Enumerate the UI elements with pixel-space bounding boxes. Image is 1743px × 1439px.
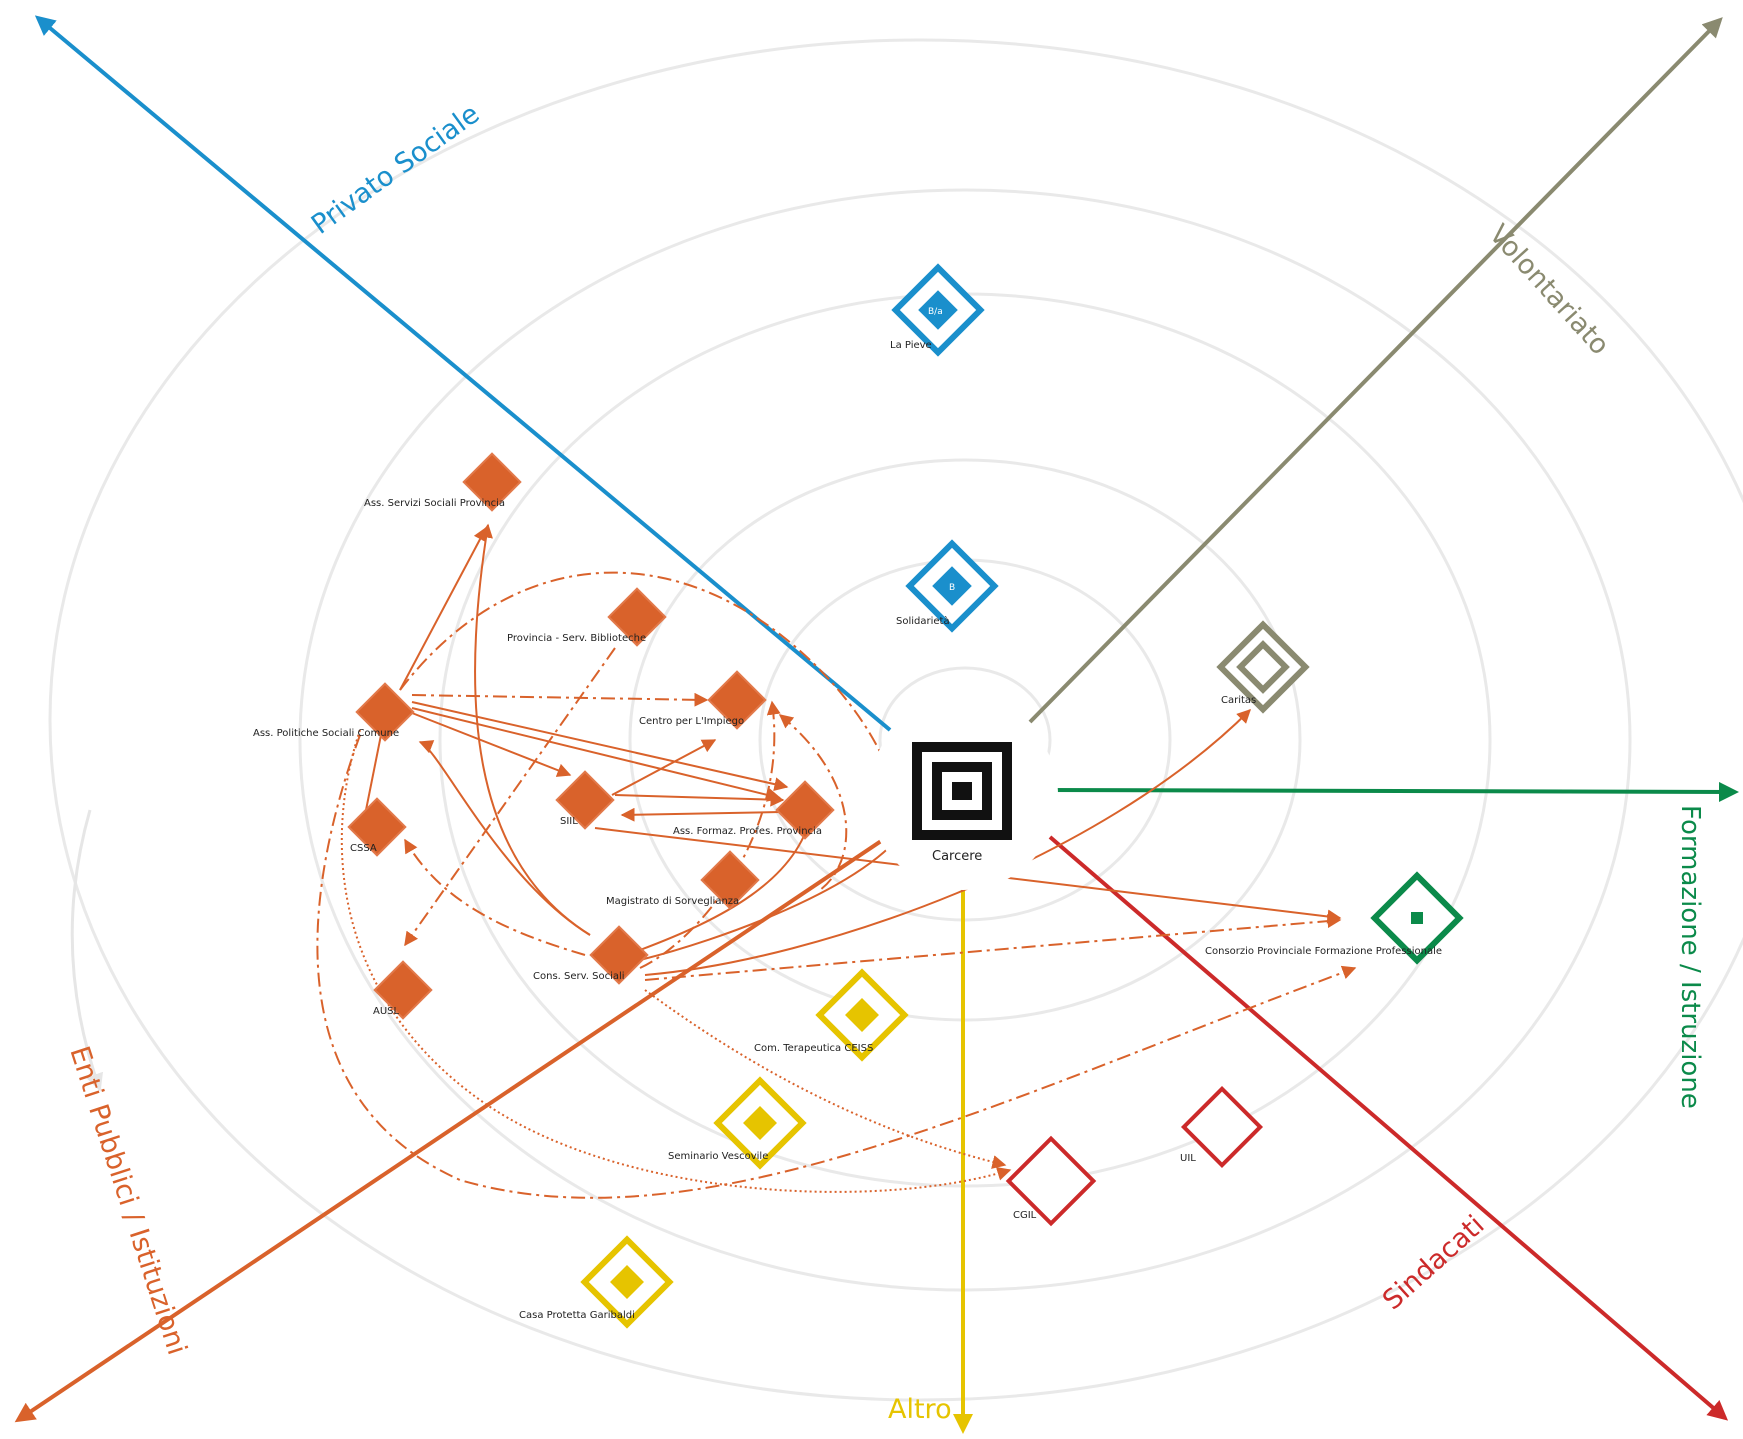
rel-arrow (404, 838, 586, 956)
uil-label: UIL (1180, 1153, 1196, 1164)
node-prov-bibl[interactable]: Provincia - Serv. Biblioteche (507, 587, 667, 647)
centro-impiego-label: Centro per L'Impiego (639, 716, 744, 727)
axis-label-formazione: Formazione / Istruzione (1675, 805, 1705, 1109)
cons-serv-soc-label: Cons. Serv. Sociali (533, 971, 625, 982)
node-magistrato[interactable]: Magistrato di Sorveglianza (606, 850, 760, 910)
rel-arrow (411, 692, 709, 707)
ass-formaz-label: Ass. Formaz. Profes. Provincia (673, 826, 822, 837)
axis-volontariato (1028, 17, 1723, 724)
axis-enti-pubblici (14, 823, 907, 1423)
rel-arrow (644, 989, 1007, 1169)
ceiss-label: Com. Terapeutica CEISS (754, 1043, 873, 1054)
rel-arrow (340, 729, 1012, 1193)
rel-arrow (474, 523, 591, 936)
node-centro-impiego[interactable]: Centro per L'Impiego (639, 670, 767, 730)
rel-arrow (411, 712, 572, 777)
rel-arrow (316, 734, 1357, 1199)
axis-label-enti-pubblici: Enti Pubblici / Istituzioni (63, 1043, 192, 1359)
node-cgil[interactable]: CGIL (1005, 1135, 1097, 1227)
rel-arrow (411, 701, 789, 792)
relationship-arrows (316, 523, 1357, 1199)
axis-formazione (1044, 781, 1739, 802)
ass-serv-soc-prov-label: Ass. Servizi Sociali Provincia (364, 498, 505, 509)
axis-privato-sociale (34, 15, 892, 732)
la-pieve-label: La Pieve (890, 340, 932, 351)
carcere-node[interactable]: Carcere (868, 700, 1058, 890)
carcere-label: Carcere (932, 849, 982, 864)
node-caritas[interactable]: Caritas (1216, 620, 1310, 714)
cgil-label: CGIL (1013, 1210, 1037, 1221)
axis-label-altro: Altro (888, 1394, 952, 1425)
rel-arrow (644, 709, 1251, 976)
ass-pol-soc-label: Ass. Politiche Sociali Comune (253, 728, 399, 739)
node-solidarieta[interactable]: B Solidarietà (896, 539, 999, 633)
axis-sindacati (1048, 835, 1729, 1421)
casa-protetta-label: Casa Protetta Garibaldi (519, 1310, 635, 1321)
rel-arrow (411, 707, 782, 802)
node-consorzio[interactable]: Consorzio Provinciale Formazione Profess… (1205, 871, 1464, 965)
rel-arrow (611, 739, 717, 796)
seminario-label: Seminario Vescovile (668, 1151, 768, 1162)
node-la-pieve[interactable]: B/a La Pieve (890, 263, 985, 357)
rel-arrow (404, 647, 616, 947)
rel-arrow (614, 792, 785, 807)
prov-bibl-label: Provincia - Serv. Biblioteche (507, 633, 646, 644)
rel-arrow (778, 714, 848, 891)
axis-label-sindacati: Sindacati (1377, 1210, 1491, 1317)
main-axes (14, 15, 1739, 1434)
node-ass-pol-soc[interactable]: Ass. Politiche Sociali Comune (253, 682, 415, 742)
rel-arrow (620, 807, 781, 822)
node-ass-serv-soc-prov[interactable]: Ass. Servizi Sociali Provincia (364, 452, 522, 512)
caritas-label: Caritas (1221, 695, 1256, 706)
magistrato-label: Magistrato di Sorveglianza (606, 896, 739, 907)
axis-label-privato-sociale: Privato Sociale (306, 98, 485, 240)
node-ass-formaz[interactable]: Ass. Formaz. Profes. Provincia (673, 780, 835, 840)
rel-arrow (639, 828, 906, 961)
consorzio-label: Consorzio Provinciale Formazione Profess… (1205, 946, 1442, 957)
node-casa-protetta[interactable]: Casa Protetta Garibaldi (519, 1235, 674, 1329)
node-ausl[interactable]: AUSL (373, 960, 433, 1020)
node-siil[interactable]: SIIL (555, 770, 615, 830)
node-ceiss[interactable]: Com. Terapeutica CEISS (754, 968, 909, 1062)
siil-label: SIIL (560, 816, 578, 827)
rel-arrow (399, 526, 487, 691)
solidarieta-label: Solidarietà (896, 615, 950, 627)
la-pieve-badge: B/a (928, 307, 943, 317)
cssa-label: CSSA (350, 843, 377, 854)
rel-arrow (399, 571, 893, 777)
ausl-label: AUSL (373, 1006, 400, 1017)
rel-arrow (644, 914, 1342, 981)
node-cssa[interactable]: CSSA (347, 797, 407, 857)
solidarieta-badge: B (949, 583, 955, 593)
node-uil[interactable]: UIL (1180, 1085, 1264, 1169)
node-cons-serv-soc[interactable]: Cons. Serv. Sociali (533, 925, 649, 985)
ring-arrow (70, 809, 104, 1092)
node-seminario[interactable]: Seminario Vescovile (668, 1076, 807, 1170)
